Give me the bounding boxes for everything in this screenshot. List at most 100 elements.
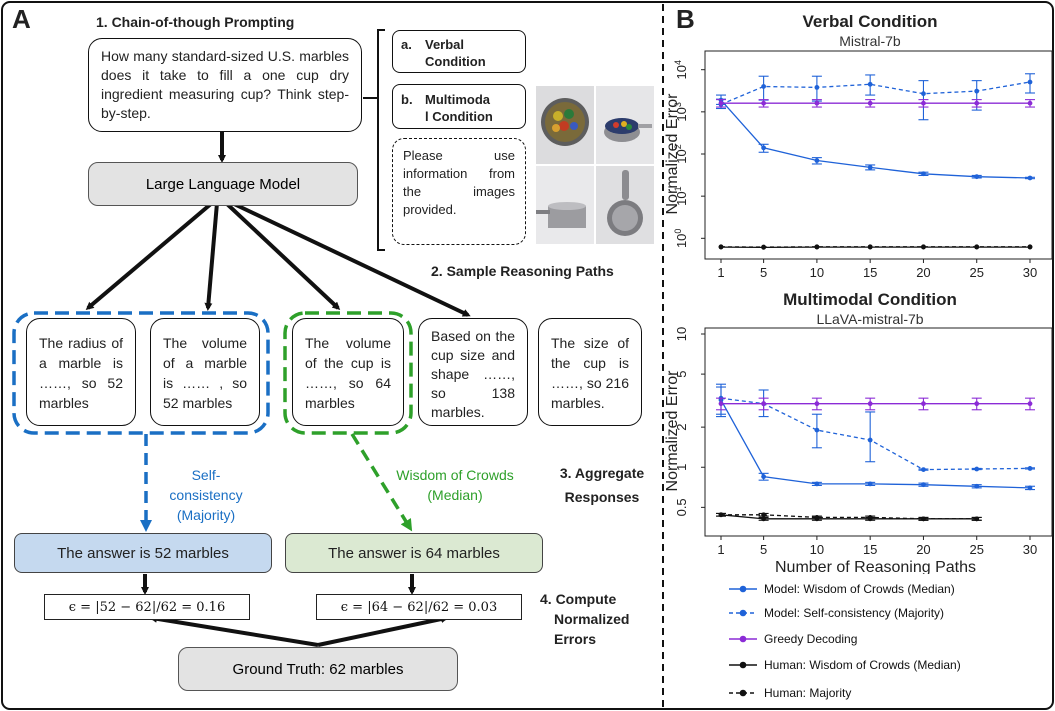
chart2-series-2-point: [761, 401, 767, 407]
chart2-series-1-point: [1027, 466, 1033, 471]
chart2-xtick-label: 15: [863, 542, 877, 557]
chart2-series-2-point: [867, 401, 873, 407]
chart2-xlabel: Number of Reasoning Paths: [775, 559, 976, 574]
chart2-xtick-label: 30: [1023, 542, 1037, 557]
chart1-xtick-label: 30: [1023, 265, 1037, 280]
error-wisdom-of-crowds: ϵ = |64 − 62|/62 = 0.03: [316, 594, 522, 620]
chart2-ytick-label: 2: [674, 424, 689, 431]
chart1-ytick-label: 100: [673, 229, 689, 248]
cond-a-prefix: a.: [401, 37, 412, 52]
chart2-series-1-point: [814, 427, 820, 433]
chart2-series-0-point: [974, 483, 980, 489]
chart1-series-4-point: [814, 244, 820, 250]
reasoning-path-2: The volume of a marble is …… , so 52 mar…: [150, 318, 260, 426]
cond-b-line2: l Condition: [425, 109, 493, 124]
reasoning-path-5: The size of the cup is ……, so 216 marble…: [538, 318, 642, 426]
chart1-plot-frame: [704, 50, 1053, 260]
chart2-series-2-point: [718, 401, 724, 407]
image-instruction-box: Please use information from the images p…: [392, 138, 526, 245]
photo-marbles-in-cup-side: [596, 86, 654, 164]
chart1-title: Verbal Condition: [802, 12, 938, 31]
chart1-series-1-line: [720, 81, 1031, 105]
chart1-series-4-point: [974, 244, 980, 250]
legend-item-human-majority: Human: Majority: [728, 686, 851, 700]
legend-item-model-sc: Model: Self-consistency (Majority): [728, 606, 944, 620]
reasoning-path-4: Based on the cup size and shape ……, so 1…: [418, 318, 528, 426]
legend-marker-model-woc: [729, 585, 757, 593]
chart1-series-0-point: [761, 145, 767, 151]
chart2-series-2-point: [814, 401, 820, 407]
chart2-series-0-point: [921, 482, 926, 488]
answer-self-consistency: The answer is 52 marbles: [14, 533, 272, 573]
chart2-xtick-label: 10: [810, 542, 824, 557]
chart1-series-1-point: [814, 85, 820, 90]
step1-label: 1. Chain-of-though Prompting: [96, 14, 295, 30]
self-consistency-line1: Self-consistency: [169, 467, 243, 503]
legend-item-human-woc: Human: Wisdom of Crowds (Median): [728, 658, 961, 672]
chart1-series-2-point: [867, 100, 873, 106]
panel-a-arrows: [12, 29, 471, 647]
wisdom-of-crowds-label: Wisdom of Crowds (Median): [394, 465, 516, 505]
step3-line1: 3. Aggregate: [559, 465, 645, 481]
chart2-series-4-point: [974, 516, 980, 522]
step2-label: 2. Sample Reasoning Paths: [431, 263, 614, 279]
chart2-series-0-point: [761, 474, 767, 480]
chart1-series-1-point: [921, 91, 926, 97]
chart1-series-1-point: [1027, 79, 1033, 85]
chart1-series-2-point: [814, 100, 820, 106]
chart2-series-2-point: [921, 401, 926, 407]
chart1-xtick-label: 25: [969, 265, 983, 280]
question-box: How many standard-sized U.S. marbles doe…: [88, 38, 362, 132]
chart1-series-1-point: [867, 81, 873, 87]
panel-b-letter: B: [676, 4, 695, 34]
chart2-series-0-line: [720, 399, 1031, 489]
chart1-series-4-point: [921, 244, 926, 250]
chart1-series-4-point: [867, 244, 873, 250]
chart2-series-1-point: [974, 466, 980, 472]
chart2-series-4-point: [814, 515, 820, 520]
legend-label-model-sc: Model: Self-consistency (Majority): [764, 606, 945, 620]
chart1-subtitle: Mistral-7b: [839, 33, 901, 49]
step3-label: 3. Aggregate Responses: [552, 461, 652, 509]
cond-a-label: Verbal Condition: [425, 37, 486, 69]
chart2-series-2-point: [974, 401, 980, 407]
step4-line2: Normalized: [554, 611, 630, 627]
chart1-xtick-label: 15: [863, 265, 877, 280]
answer-wisdom-of-crowds: The answer is 64 marbles: [285, 533, 543, 573]
chart1-series-2-point: [761, 100, 767, 106]
legend-marker-human-majority: [729, 689, 757, 697]
photo-empty-cup-top: [596, 166, 654, 244]
chart1-ylabel: Normalized Error: [664, 93, 681, 215]
step4-label: 4. Compute Normalized Errors: [540, 589, 629, 649]
chart2-series-0-point: [1027, 485, 1033, 491]
chart2-series-3-point: [761, 516, 767, 522]
chart1-xtick-label: 20: [916, 265, 930, 280]
legend-label-greedy: Greedy Decoding: [764, 632, 858, 646]
chart2-series-1-line: [720, 397, 1031, 471]
chart2-plot-frame: [704, 327, 1053, 537]
legend-label-human-woc: Human: Wisdom of Crowds (Median): [764, 658, 961, 672]
chart1-series-4-point: [718, 244, 724, 250]
chart2-subtitle: LLaVA-mistral-7b: [816, 311, 924, 327]
chart2-series-1-point: [867, 437, 873, 443]
wisdom-of-crowds-line2: (Median): [427, 487, 483, 503]
wisdom-of-crowds-line1: Wisdom of Crowds: [396, 467, 514, 483]
chart2-xtick-label: 1: [717, 542, 724, 557]
chart1-series-2-point: [718, 100, 724, 106]
photo-empty-cup-side: [536, 166, 594, 244]
chart1-series-2-point: [1027, 100, 1033, 106]
chart1-series-0-point: [921, 171, 926, 177]
chart1-series-0-point: [1027, 175, 1033, 181]
chart1-xtick-label: 1: [717, 265, 724, 280]
reasoning-path-3: The volume of the cup is ……, so 64 marbl…: [292, 318, 404, 426]
legend-item-greedy: Greedy Decoding: [728, 632, 857, 646]
chart2-series-0-point: [814, 481, 820, 487]
chart1-series-1-point: [761, 84, 767, 89]
step3-line2: Responses: [564, 489, 640, 505]
legend-label-model-woc: Model: Wisdom of Crowds (Median): [764, 582, 955, 596]
self-consistency-label: Self-consistency (Majority): [156, 465, 256, 525]
chart2-xtick-label: 25: [969, 542, 983, 557]
panel-a-letter: A: [12, 4, 31, 34]
legend-marker-model-sc: [729, 609, 757, 617]
chart2-series-4-point: [867, 515, 873, 520]
